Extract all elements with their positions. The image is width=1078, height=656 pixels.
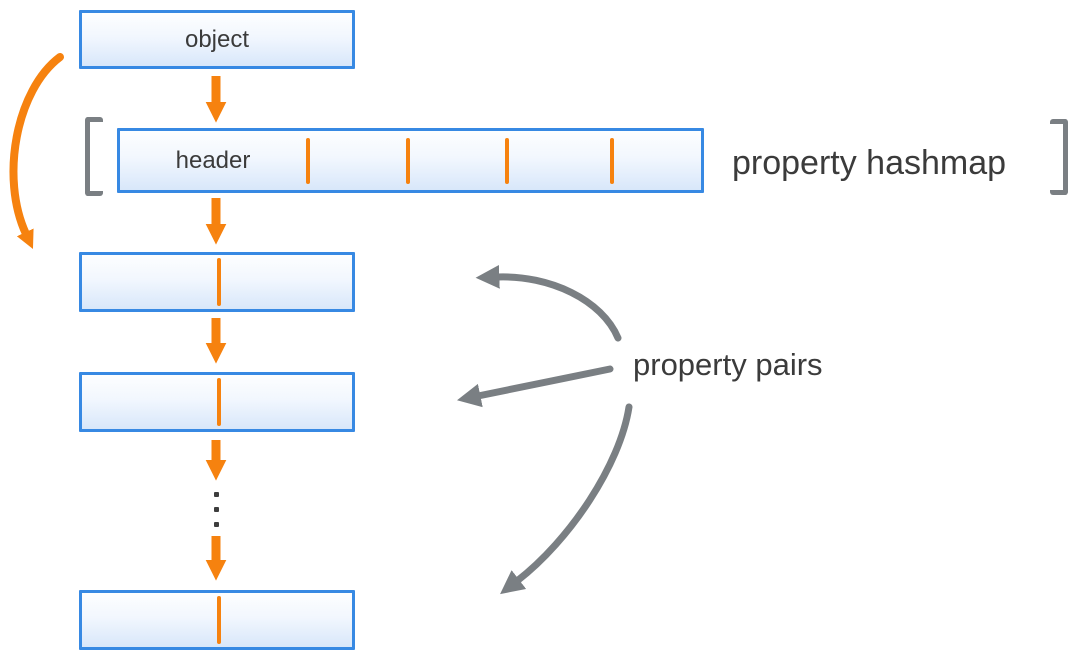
vertical-ellipsis-dot [214,507,219,512]
vertical-ellipsis-dot [214,492,219,497]
pair-divider [217,378,221,426]
property-pair-box-2 [79,372,355,432]
right-bracket [1050,119,1068,195]
pair-divider [217,596,221,644]
property-pair-box-1 [79,252,355,312]
pairs-arrow-to-pair-1 [475,265,622,342]
property-hashmap-label: property hashmap [732,144,1007,182]
pairs-arrow-to-pair-3 [500,403,633,595]
cell-divider [406,138,410,184]
vertical-ellipsis [214,492,219,527]
object-box-label: object [184,25,250,53]
property-hashmap-box: header [117,128,704,193]
cell-divider [306,138,310,184]
object-box: object [79,10,355,69]
property-pairs-label: property pairs [633,347,823,382]
curved-arrow-object-to-pair-1 [9,53,64,250]
left-bracket [85,117,103,196]
vertical-ellipsis-dot [214,522,219,527]
header-cell-label: header [175,146,251,174]
cell-divider [610,138,614,184]
cell-divider [505,138,509,184]
property-pair-box-3 [79,590,355,650]
pairs-arrow-to-pair-2 [457,365,614,408]
pair-divider [217,258,221,306]
